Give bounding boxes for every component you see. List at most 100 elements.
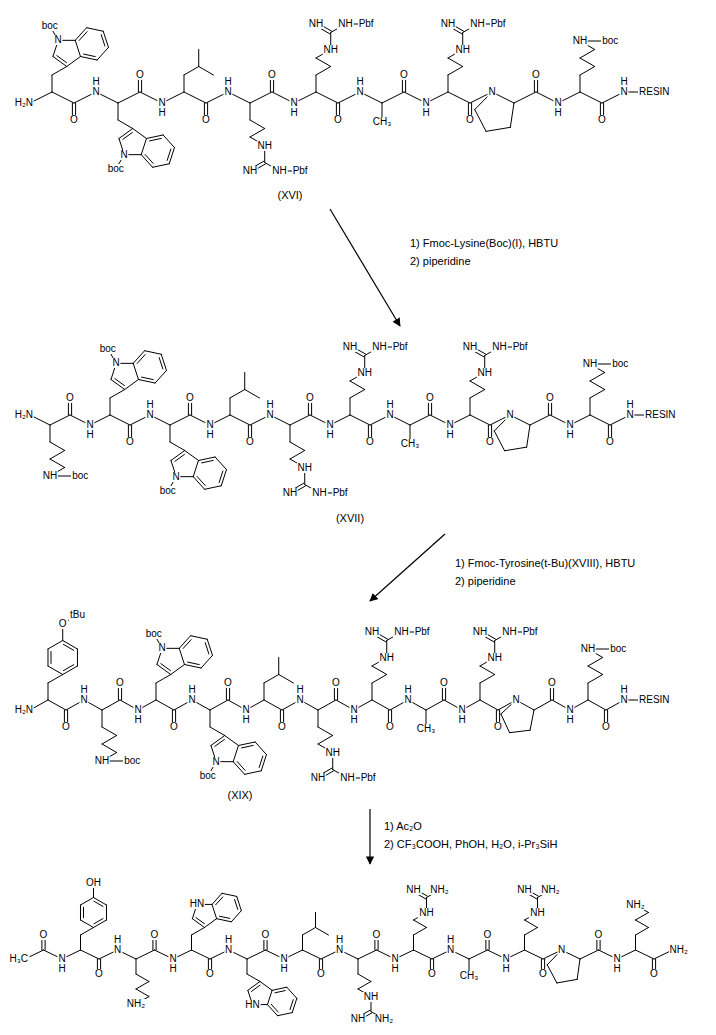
atom-label: NH: [462, 342, 478, 352]
atom-label: H N: [335, 935, 344, 955]
atom-label: N: [487, 87, 496, 97]
atom-label: N H: [457, 705, 466, 725]
atom-label: Pbf: [414, 627, 431, 637]
bond-line: [222, 893, 237, 896]
bond-line: [153, 164, 170, 168]
compound-structure: H₂NOtBuOH NNHbocON HNbocOH NNbocON HOH N…: [0, 605, 716, 805]
atom-label: NH₂: [625, 900, 645, 910]
bond-line: [93, 898, 106, 906]
bond-line: [470, 381, 485, 390]
bond-line: [316, 92, 338, 103]
atom-label: O: [649, 969, 659, 979]
bond-line: [210, 710, 211, 727]
bond-line: [52, 67, 67, 76]
bond-line: [136, 950, 155, 959]
atom-label: boc: [601, 36, 619, 46]
bond-line: [250, 120, 265, 129]
bond-line: [636, 950, 655, 959]
atom-label: N: [511, 695, 520, 705]
atom-label: O: [372, 930, 382, 940]
bond-line: [245, 771, 262, 775]
bond-line: [580, 75, 581, 92]
atom-label: NH₂: [540, 885, 560, 895]
bond-line: [588, 658, 603, 667]
atom-label: N H: [241, 705, 250, 725]
bond-line: [250, 92, 272, 103]
bond-line: [590, 398, 591, 415]
atom-label: RESIN: [644, 410, 677, 420]
bond-line: [557, 979, 577, 983]
bond-line: [527, 425, 530, 447]
bond-line: [248, 982, 260, 991]
atom-label: NH: [296, 463, 312, 473]
atom-label: N H: [445, 420, 454, 440]
atom-label: O: [365, 437, 375, 447]
bond-line: [358, 959, 359, 974]
bond-line: [414, 928, 427, 936]
bond-line: [212, 904, 217, 918]
bond-line: [50, 442, 65, 451]
bond-line: [358, 974, 371, 982]
bond-line: [171, 665, 185, 675]
bond-line: [191, 636, 208, 640]
bond-line: [534, 700, 552, 710]
atom-label: H N: [619, 77, 628, 97]
atom-label: O: [493, 722, 503, 732]
atom-label: O: [201, 115, 211, 125]
bond-line: [75, 28, 86, 41]
atom-label: NH₂: [669, 945, 689, 955]
bond-line: [199, 67, 214, 76]
compound-number: (XIX): [226, 789, 253, 801]
bond-line: [316, 67, 331, 76]
bond-line: [110, 390, 125, 399]
bond-line: [588, 700, 606, 710]
bond-line: [315, 913, 316, 928]
atom-label: boc: [199, 771, 217, 781]
bond-line: [201, 655, 212, 668]
bond-line: [184, 92, 206, 103]
bond-line: [350, 381, 365, 390]
bond-line: [590, 381, 605, 390]
atom-label: NH: [364, 627, 380, 637]
bond-line: [111, 380, 125, 390]
atom-label: H N: [187, 685, 196, 705]
atom-label: N H: [390, 954, 399, 974]
bond-line: [183, 640, 191, 649]
bond-line: [48, 683, 49, 700]
atom-label: O: [94, 969, 104, 979]
bond-line: [350, 398, 351, 415]
atom-label: O: [150, 930, 160, 940]
bond-line: [101, 35, 105, 46]
molecule-skeleton: [30, 346, 644, 495]
bond-line: [204, 919, 216, 928]
bond-line: [102, 727, 117, 736]
bond-line: [247, 950, 266, 959]
atom-label: NH: [516, 885, 532, 895]
bond-line: [469, 950, 488, 959]
reagent-text: 2) piperidine: [455, 575, 516, 588]
bond-line: [448, 92, 470, 103]
bond-line: [233, 762, 244, 775]
atom-label: H₂N: [14, 705, 34, 715]
atom-label: boc: [123, 756, 141, 766]
bond-line: [184, 665, 201, 669]
atom-label: CH₃: [372, 117, 393, 127]
bond-line: [577, 959, 580, 979]
bond-line: [137, 355, 145, 364]
bond-line: [278, 658, 279, 675]
atom-label: HN: [189, 899, 205, 909]
bond-line: [372, 700, 390, 710]
bond-line: [84, 54, 96, 56]
bond-line: [590, 415, 610, 425]
atom-label: O: [185, 393, 195, 403]
bond-line: [155, 370, 166, 383]
atom-label: H N: [625, 400, 634, 420]
bond-line: [470, 415, 490, 425]
bond-line: [255, 742, 266, 755]
atom-label: NH: [356, 368, 372, 378]
bond-line: [635, 935, 636, 950]
bond-line: [525, 928, 538, 936]
bond-line: [470, 398, 471, 415]
atom-label: H N: [113, 935, 122, 955]
bond-line: [290, 415, 310, 425]
